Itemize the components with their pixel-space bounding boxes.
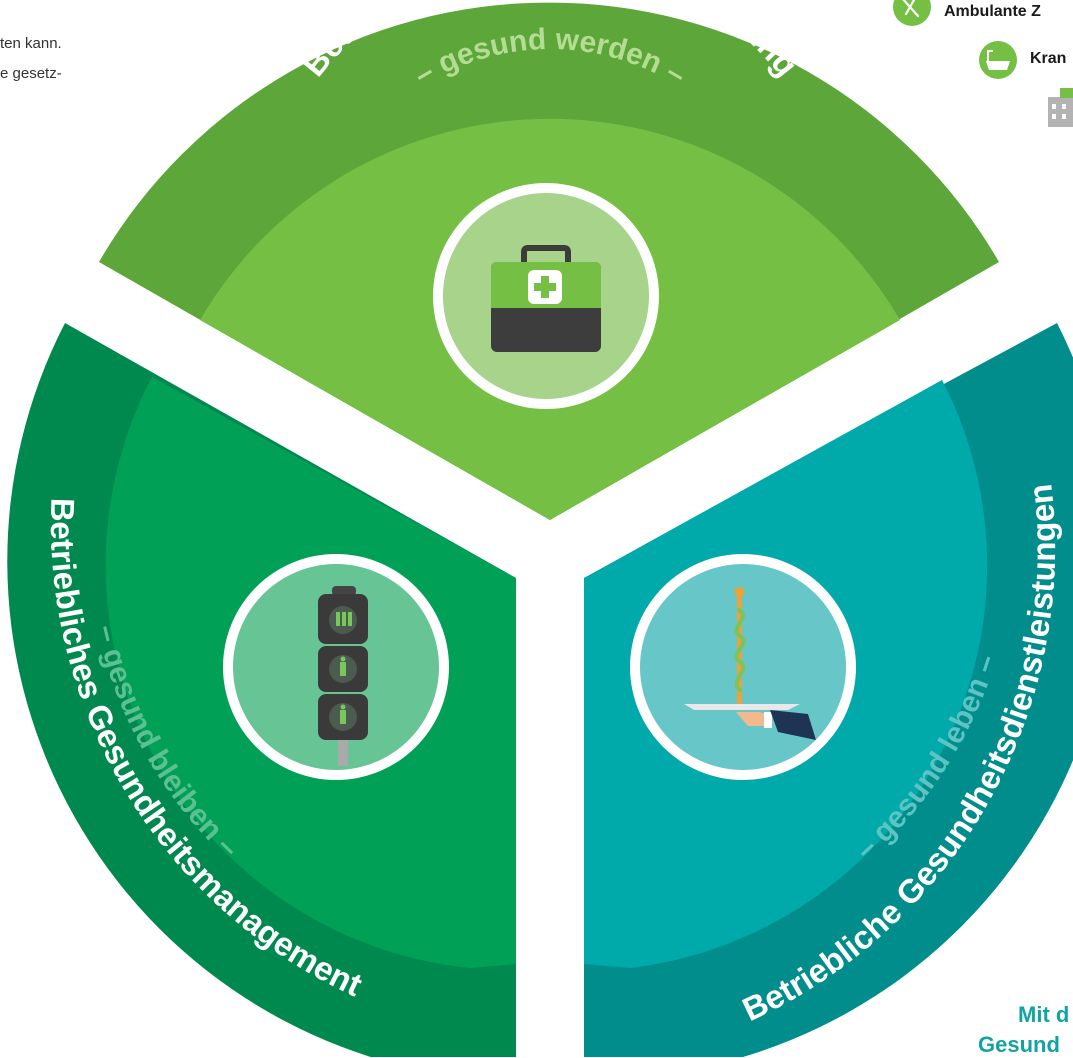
segment-gesundheitsmanagement: Betriebliches Gesundheitsmanagement – ge… (7, 323, 517, 1057)
bottom-text-line-2: Gesund (978, 1032, 1060, 1057)
intro-text-line-1: ten kann. (0, 35, 62, 52)
segment-krankenversicherung: Betriebliche Krankenversicherung – gesun… (99, 0, 999, 521)
ambulante-label: Ambulante Z (944, 3, 1041, 20)
medical-case-icon (491, 245, 601, 352)
segment-gesundheitsdienstleistungen: Betriebliche Gesundheitsdienstleistungen… (584, 323, 1073, 1057)
kran-label: Kran (1030, 50, 1067, 67)
traffic-light-icon (318, 586, 368, 766)
hospital-icon (1048, 88, 1073, 127)
intro-text-line-2: e gesetz- (0, 65, 62, 82)
caduceus-on-tray-icon (684, 587, 816, 740)
syringe-icon (893, 0, 931, 26)
bottom-text-line-1: Mit d (1018, 1002, 1070, 1027)
bathtub-icon (979, 41, 1017, 79)
